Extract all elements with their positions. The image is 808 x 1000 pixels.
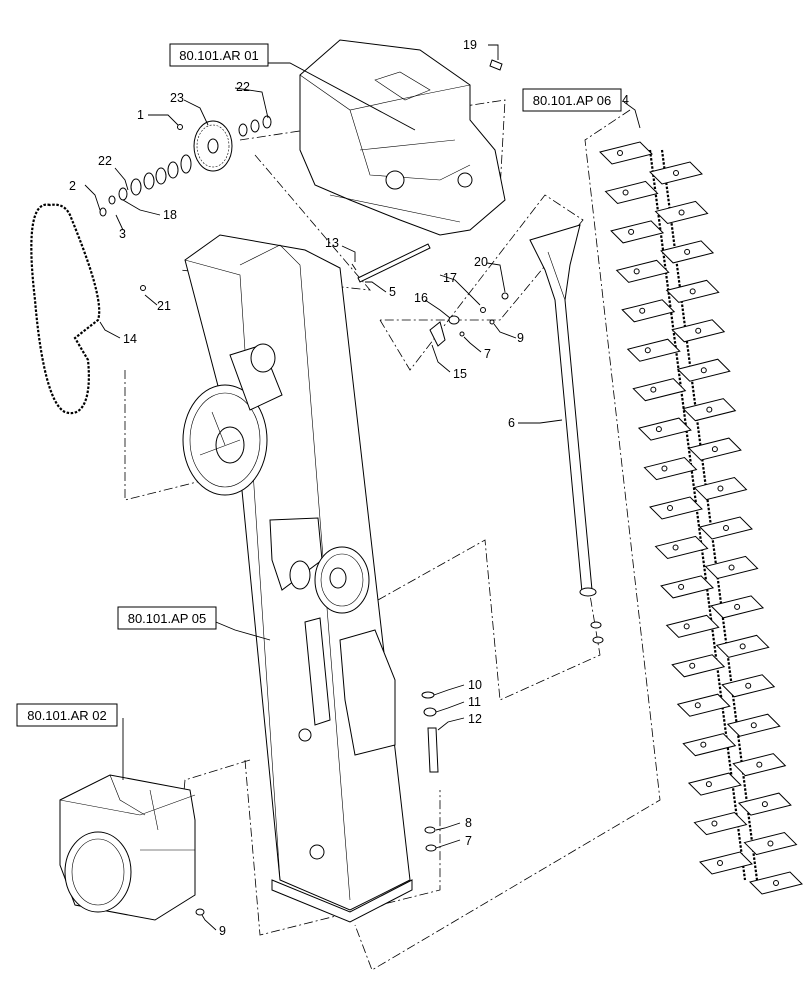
callout-11: 11 xyxy=(468,695,481,709)
callout-9b: 9 xyxy=(219,924,226,938)
callout-1: 1 xyxy=(137,108,144,122)
paddle xyxy=(676,693,731,717)
paddle xyxy=(671,654,726,678)
paddle xyxy=(665,614,720,638)
paddle xyxy=(682,733,737,757)
ref-box-ap05[interactable]: 80.101.AP 05 xyxy=(117,606,217,630)
callout-14: 14 xyxy=(123,332,137,346)
paddle xyxy=(610,220,665,244)
callout-21: 21 xyxy=(157,299,171,313)
paddle xyxy=(693,812,748,836)
callout-4: 4 xyxy=(622,93,629,107)
paddle-chain xyxy=(599,141,803,895)
paddle xyxy=(621,299,676,323)
paddle xyxy=(626,338,681,362)
paddle xyxy=(643,457,698,481)
callout-13: 13 xyxy=(325,236,339,250)
ref-label-ap06: 80.101.AP 06 xyxy=(533,93,612,108)
callouts: 1 2 3 4 5 6 7 7 8 9 9 10 11 12 13 14 15 … xyxy=(69,38,629,938)
paddle xyxy=(699,851,753,875)
bolt-stack xyxy=(195,691,439,916)
sprocket-assembly xyxy=(99,115,272,217)
paddle xyxy=(687,772,742,796)
paddle xyxy=(599,141,653,165)
paddle xyxy=(649,496,703,520)
callout-5: 5 xyxy=(389,285,396,299)
hopper xyxy=(59,774,196,921)
callout-16: 16 xyxy=(414,291,428,305)
upper-housing xyxy=(299,39,506,236)
paddle xyxy=(615,259,670,283)
callout-22b: 22 xyxy=(98,154,112,168)
ref-box-ar01[interactable]: 80.101.AR 01 xyxy=(169,43,269,67)
ref-box-ap06[interactable]: 80.101.AP 06 xyxy=(522,88,622,112)
paddle xyxy=(604,180,659,204)
callout-2: 2 xyxy=(69,179,76,193)
callout-7a: 7 xyxy=(484,347,491,361)
callout-22a: 22 xyxy=(236,80,250,94)
callout-8: 8 xyxy=(465,816,472,830)
callout-10: 10 xyxy=(468,678,482,692)
ref-label-ap05: 80.101.AP 05 xyxy=(128,611,207,626)
callout-18: 18 xyxy=(163,208,177,222)
callout-15: 15 xyxy=(453,367,467,381)
callout-7b: 7 xyxy=(465,834,472,848)
callout-12: 12 xyxy=(468,712,482,726)
drive-pulleys xyxy=(182,343,370,614)
callout-6: 6 xyxy=(508,416,515,430)
paddle xyxy=(660,575,715,599)
rod xyxy=(351,243,431,283)
drive-chain xyxy=(30,203,101,415)
callout-23: 23 xyxy=(170,91,184,105)
callout-20: 20 xyxy=(474,255,488,269)
ref-label-ar02: 80.101.AR 02 xyxy=(27,708,107,723)
paddle xyxy=(654,535,709,559)
callout-9a: 9 xyxy=(517,331,524,345)
ref-box-ar02[interactable]: 80.101.AR 02 xyxy=(16,703,118,727)
paddle xyxy=(637,417,692,441)
callout-19: 19 xyxy=(463,38,477,52)
support-post xyxy=(529,224,604,644)
callout-3: 3 xyxy=(119,227,126,241)
small-hardware xyxy=(140,59,509,347)
paddle xyxy=(632,378,687,402)
callout-17: 17 xyxy=(443,271,457,285)
ref-label-ar01: 80.101.AR 01 xyxy=(179,48,259,63)
